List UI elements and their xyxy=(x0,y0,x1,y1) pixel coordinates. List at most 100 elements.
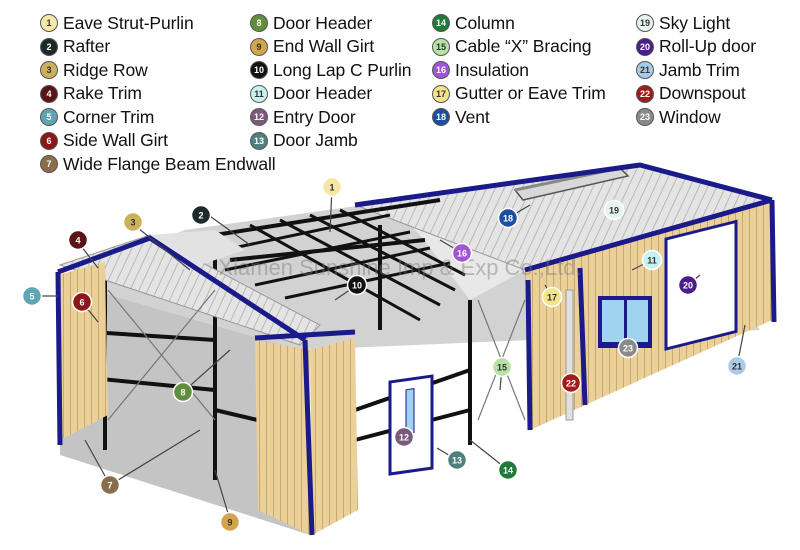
callout-number: 1 xyxy=(329,183,334,193)
callout-number: 23 xyxy=(623,344,633,354)
callout-circle xyxy=(497,459,519,481)
legend-item-12: 12 Entry Door xyxy=(250,106,356,128)
legend-badge: 9 xyxy=(250,37,268,56)
legend-label: Entry Door xyxy=(273,106,356,127)
legend-badge: 12 xyxy=(250,108,268,126)
legend-badge: 6 xyxy=(40,131,58,150)
callout-4: 4 xyxy=(67,229,89,251)
callout-number: 13 xyxy=(452,456,462,466)
callout-number: 17 xyxy=(547,293,557,303)
callout-circle xyxy=(71,291,93,313)
callout-9: 9 xyxy=(219,511,241,533)
callout-23: 23 xyxy=(617,337,639,359)
legend-item-5: 5 Corner Trim xyxy=(40,106,154,128)
roll-up-door xyxy=(664,219,738,351)
legend-item-8: 8 Door Header xyxy=(250,12,372,34)
callout-21: 21 xyxy=(726,355,748,377)
callout-2: 2 xyxy=(190,204,212,226)
callout-number: 16 xyxy=(457,249,467,259)
callout-circle xyxy=(321,176,343,198)
callout-13: 13 xyxy=(446,449,468,471)
callout-5: 5 xyxy=(21,285,43,307)
callout-circle xyxy=(99,474,121,496)
legend-label: Window xyxy=(659,106,721,127)
callout-22: 22 xyxy=(560,372,582,394)
callout-circle xyxy=(726,355,748,377)
callout-circle xyxy=(219,511,241,533)
legend-label: Side Wall Girt xyxy=(63,130,168,150)
callout-circle xyxy=(451,242,473,264)
callout-circle xyxy=(497,207,519,229)
legend-label: End Wall Girt xyxy=(273,36,375,56)
end-wall-left xyxy=(58,262,108,440)
callout-circle xyxy=(67,229,89,251)
callout-circle xyxy=(603,199,625,221)
legend-badge: 17 xyxy=(432,84,450,103)
legend-badge: 8 xyxy=(250,14,268,32)
legend-item-9: 9 End Wall Girt xyxy=(250,36,374,58)
legend-badge: 5 xyxy=(40,108,58,126)
callout-10: 10 xyxy=(346,274,368,296)
roof-left xyxy=(58,234,321,346)
legend-label: Gutter or Eave Trim xyxy=(455,83,606,103)
legend-label: Vent xyxy=(455,106,490,127)
legend-label: Jamb Trim xyxy=(659,59,740,80)
downspout xyxy=(565,289,574,421)
callout-number: 19 xyxy=(609,206,619,216)
callout-circle xyxy=(541,286,563,308)
callout-circle xyxy=(190,204,212,226)
callout-number: 22 xyxy=(566,379,576,389)
legend-label: Eave Strut-Purlin xyxy=(63,12,194,33)
legend-item-21: 21 Jamb Trim xyxy=(636,59,740,81)
callout-number: 5 xyxy=(29,292,34,302)
callout-20: 20 xyxy=(677,274,699,296)
window-frame xyxy=(598,296,652,348)
legend-label: Door Header xyxy=(273,12,373,33)
callout-number: 3 xyxy=(130,218,135,228)
legend-badge: 23 xyxy=(636,108,654,126)
callout-number: 14 xyxy=(503,466,513,476)
watermark: Xiamen Sunshine Imp & Exp Co.,Ltd. xyxy=(218,255,581,280)
legend-badge: 21 xyxy=(636,61,654,79)
callout-number: 8 xyxy=(180,388,185,398)
legend-badge: 1 xyxy=(40,14,58,32)
legend-badge: 7 xyxy=(40,155,58,173)
callout-number: 11 xyxy=(647,256,657,266)
legend-label: Insulation xyxy=(455,59,529,80)
legend-item-1: 1 Eave Strut-Purlin xyxy=(40,12,194,34)
legend-badge: 22 xyxy=(636,84,654,103)
callout-number: 7 xyxy=(107,481,112,491)
callout-18: 18 xyxy=(497,207,519,229)
callout-14: 14 xyxy=(497,459,519,481)
callout-circle xyxy=(172,381,194,403)
legend-label: Corner Trim xyxy=(63,106,155,127)
legend-label: Door Header xyxy=(273,83,373,103)
callout-number: 9 xyxy=(227,518,232,528)
entry-door xyxy=(388,374,434,476)
callout-1: 1 xyxy=(321,176,343,198)
callout-19: 19 xyxy=(603,199,625,221)
legend-item-17: 17 Gutter or Eave Trim xyxy=(432,83,606,105)
legend-badge: 15 xyxy=(432,37,450,56)
callout-7: 7 xyxy=(99,474,121,496)
legend-label: Downspout xyxy=(659,83,746,103)
front-wall-middle xyxy=(310,338,358,535)
legend-badge: 2 xyxy=(40,37,58,56)
legend-badge: 3 xyxy=(40,61,58,79)
legend-label: Long Lap C Purlin xyxy=(273,59,412,80)
callout-number: 18 xyxy=(503,214,513,224)
legend-label: Door Jamb xyxy=(273,130,358,150)
